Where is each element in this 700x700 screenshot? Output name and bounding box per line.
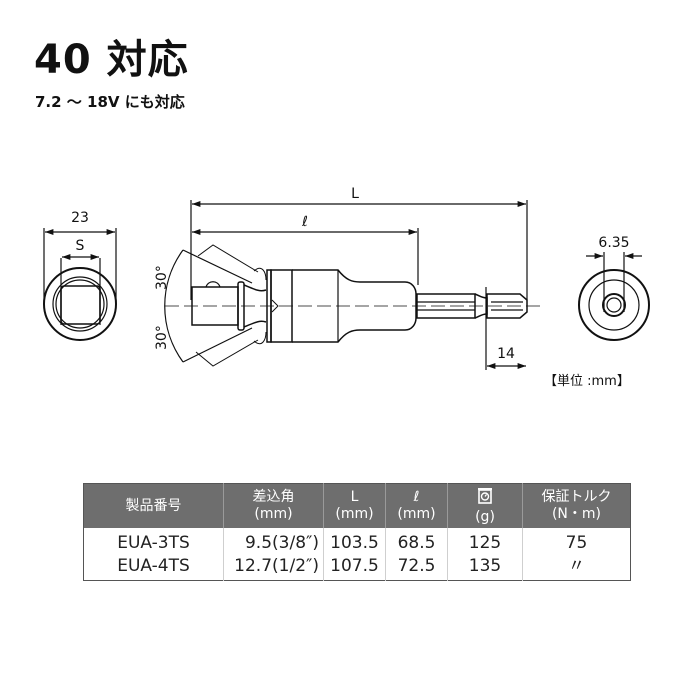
cell-L: 103.5	[323, 528, 386, 554]
cell-drive: 9.5(3/8″)	[223, 528, 324, 554]
cell-weight: 125	[447, 528, 523, 554]
cell-L: 107.5	[323, 554, 386, 581]
header-L: L(mm)	[323, 483, 386, 528]
rear-view	[578, 252, 650, 341]
header-model: 製品番号	[83, 483, 224, 528]
overall-length-label: L	[351, 186, 359, 202]
header-weight: (g)	[447, 483, 523, 528]
page-title: 40 対応	[34, 37, 189, 83]
header-l: ℓ(mm)	[385, 483, 448, 528]
front-view	[43, 228, 117, 341]
header-torque: 保証トルク(N・m)	[522, 483, 631, 528]
hex-dim-label: 6.35	[598, 235, 629, 251]
socket-length-label: ℓ	[301, 214, 308, 230]
unit-note: 【単位 :mm】	[544, 374, 630, 389]
cell-l: 72.5	[385, 554, 448, 581]
angle-lower-label: 30°	[154, 325, 170, 350]
table-header-row: 製品番号 差込角(mm) L(mm) ℓ(mm) (g) 保証トルク(N・m)	[83, 483, 631, 528]
side-view	[164, 200, 545, 370]
cell-model: EUA-4TS	[83, 554, 224, 581]
angle-upper-label: 30°	[154, 265, 170, 290]
cell-drive: 12.7(1/2″)	[223, 554, 324, 581]
cell-model: EUA-3TS	[83, 528, 224, 554]
cell-torque: 75	[565, 532, 588, 553]
technical-drawing: 23 S L	[43, 186, 650, 370]
voltage-subtitle: 7.2 〜 18V にも対応	[35, 93, 185, 111]
table-row: EUA-3TS 9.5(3/8″) 103.5 68.5 125 75	[83, 528, 631, 554]
front-outer-dim: 23	[71, 210, 89, 226]
scale-icon	[450, 487, 520, 509]
table-row: EUA-4TS 12.7(1/2″) 107.5 72.5 135 〃	[83, 554, 631, 581]
bit-length-label: 14	[497, 346, 515, 362]
cell-weight: 135	[447, 554, 523, 581]
cell-l: 68.5	[385, 528, 448, 554]
cell-torque: 〃	[568, 555, 585, 576]
spec-table: 製品番号 差込角(mm) L(mm) ℓ(mm) (g) 保証トルク(N・m) …	[83, 483, 631, 581]
header-drive: 差込角(mm)	[223, 483, 324, 528]
front-inner-dim: S	[76, 238, 85, 254]
